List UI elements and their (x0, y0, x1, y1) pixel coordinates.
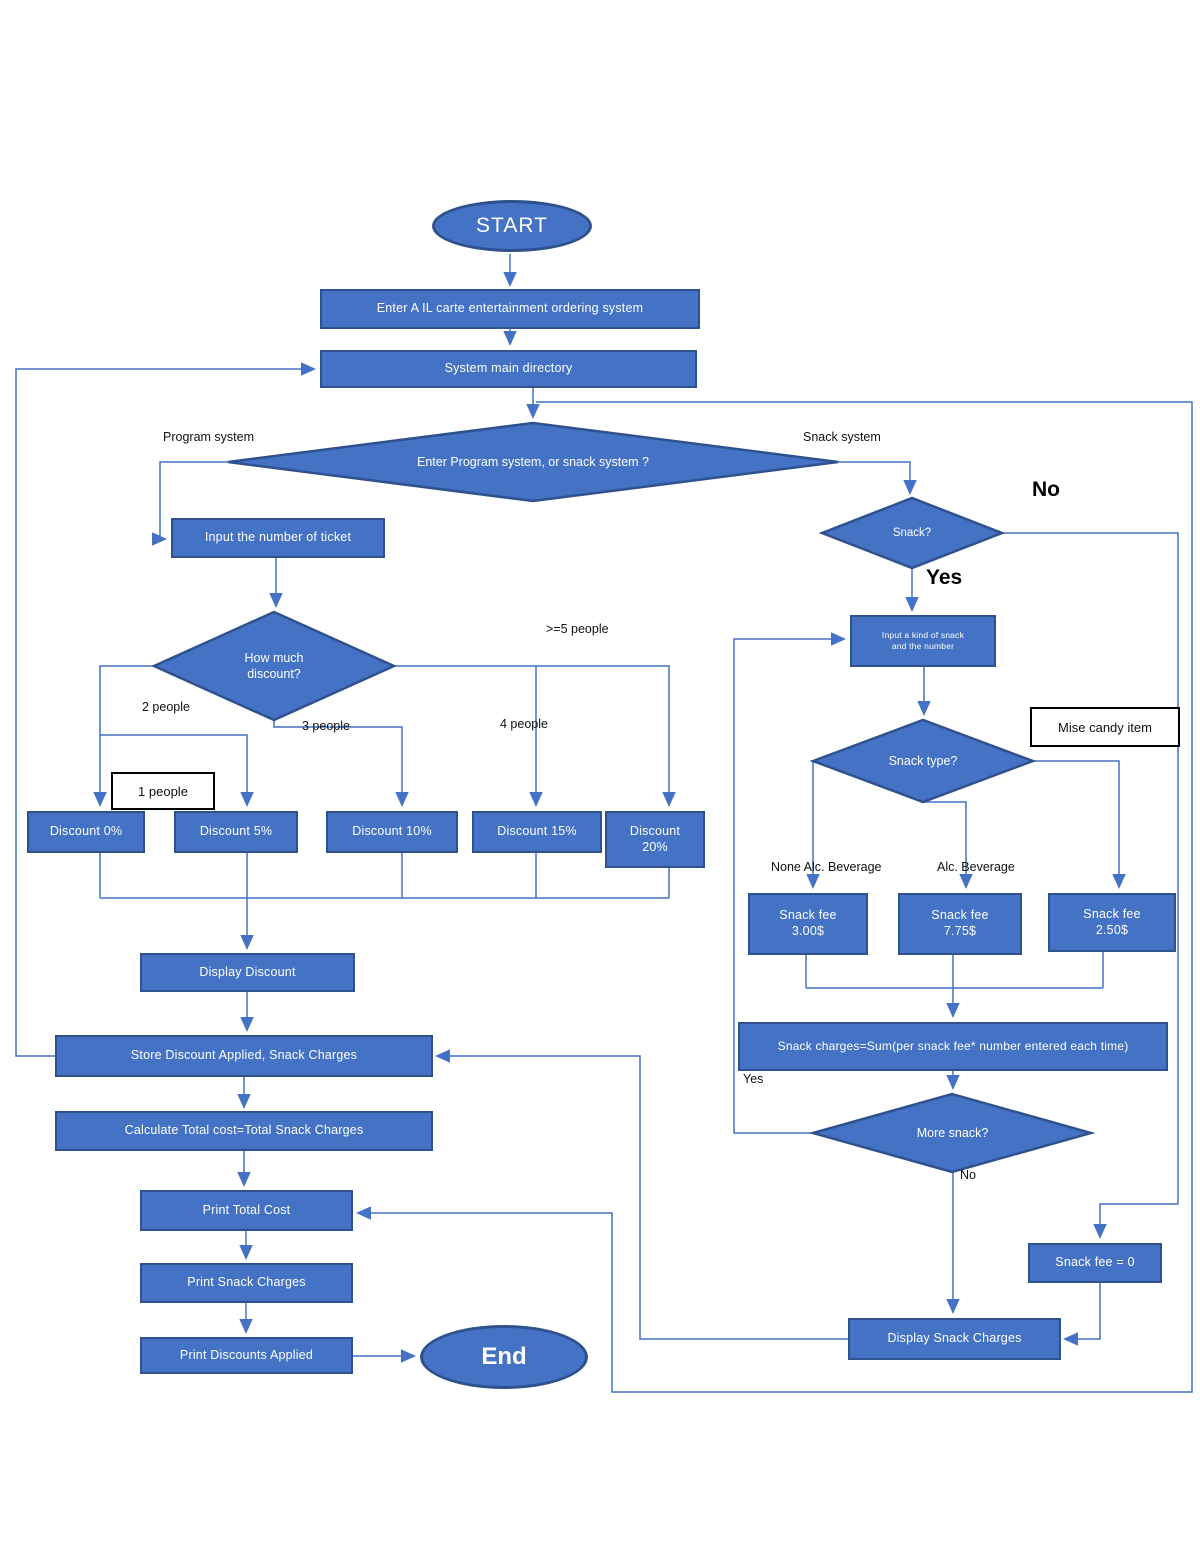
edge-discount-5 (100, 734, 254, 807)
note-one-people: 1 people (111, 772, 215, 810)
edge-label-three-people: 3 people (302, 719, 350, 733)
process-store-discount: Store Discount Applied, Snack Charges (55, 1035, 433, 1077)
edge-label-snack-system: Snack system (803, 430, 881, 444)
edge-choice-snack (838, 461, 917, 495)
process-input-snack: Input a kind of snack and the number (850, 615, 996, 667)
edge-discount-10 (273, 720, 409, 807)
process-discount-10: Discount 10% (326, 811, 458, 853)
edge-label-more-yes: Yes (743, 1072, 764, 1086)
edge-displaysnack-store (435, 1049, 848, 1340)
process-print-snack: Print Snack Charges (140, 1263, 353, 1303)
note-mise-candy: Mise candy item (1030, 707, 1180, 747)
decision-snack-type-shape (809, 718, 1037, 804)
process-snack-fee-250: Snack fee 2.50$ (1048, 893, 1176, 952)
process-print-discounts: Print Discounts Applied (140, 1337, 353, 1374)
edge-type-fee250 (1033, 760, 1126, 889)
process-snack-fee-0: Snack fee = 0 (1028, 1243, 1162, 1283)
process-snack-fee-300: Snack fee 3.00$ (748, 893, 868, 955)
process-discount-0: Discount 0% (27, 811, 145, 853)
start-label: START (476, 214, 548, 237)
end-label: End (481, 1343, 527, 1370)
edge-more-yes-loop (733, 632, 846, 1134)
edge-label-snack-no: No (1032, 478, 1060, 501)
edge-label-none-alc: None Alc. Beverage (771, 860, 882, 874)
process-snack-charges: Snack charges=Sum(per snack fee* number … (738, 1022, 1168, 1071)
process-calculate-total: Calculate Total cost=Total Snack Charges (55, 1111, 433, 1151)
edge-store-directory-loop (15, 362, 316, 1057)
end-terminator: End (420, 1325, 588, 1389)
start-terminator: START (432, 200, 592, 252)
process-enter-system: Enter A IL carte entertainment ordering … (320, 289, 700, 329)
edge-label-gte5-people: >=5 people (546, 622, 609, 636)
process-discount-15: Discount 15% (472, 811, 602, 853)
process-main-directory: System main directory (320, 350, 697, 388)
edge-fee0-display (1063, 1283, 1101, 1346)
edge-discount-20 (394, 665, 676, 807)
process-snack-fee-775: Snack fee 7.75$ (898, 893, 1022, 955)
edge-long-return-print-total (356, 401, 1193, 1393)
edge-label-alc: Alc. Beverage (937, 860, 1015, 874)
decision-snack-shape (818, 496, 1006, 570)
edge-type-fee775 (923, 801, 973, 889)
decision-more-snack-shape (808, 1092, 1096, 1174)
edge-label-snack-yes: Yes (926, 566, 963, 589)
decision-discount-shape (150, 610, 398, 722)
process-discount-20: Discount 20% (605, 811, 705, 868)
decision-system-choice-shape (227, 421, 839, 503)
process-input-ticket: Input the number of ticket (171, 518, 385, 558)
edge-discount-0 (93, 665, 154, 807)
edge-label-more-no: No (960, 1168, 976, 1182)
process-display-snack-charges: Display Snack Charges (848, 1318, 1061, 1360)
process-print-total: Print Total Cost (140, 1190, 353, 1231)
edge-choice-program (152, 461, 228, 546)
edge-label-four-people: 4 people (500, 717, 548, 731)
edge-label-program-system: Program system (163, 430, 254, 444)
process-discount-5: Discount 5% (174, 811, 298, 853)
edge-snack-no (1002, 532, 1179, 1239)
edge-label-two-people: 2 people (142, 700, 190, 714)
process-display-discount: Display Discount (140, 953, 355, 992)
